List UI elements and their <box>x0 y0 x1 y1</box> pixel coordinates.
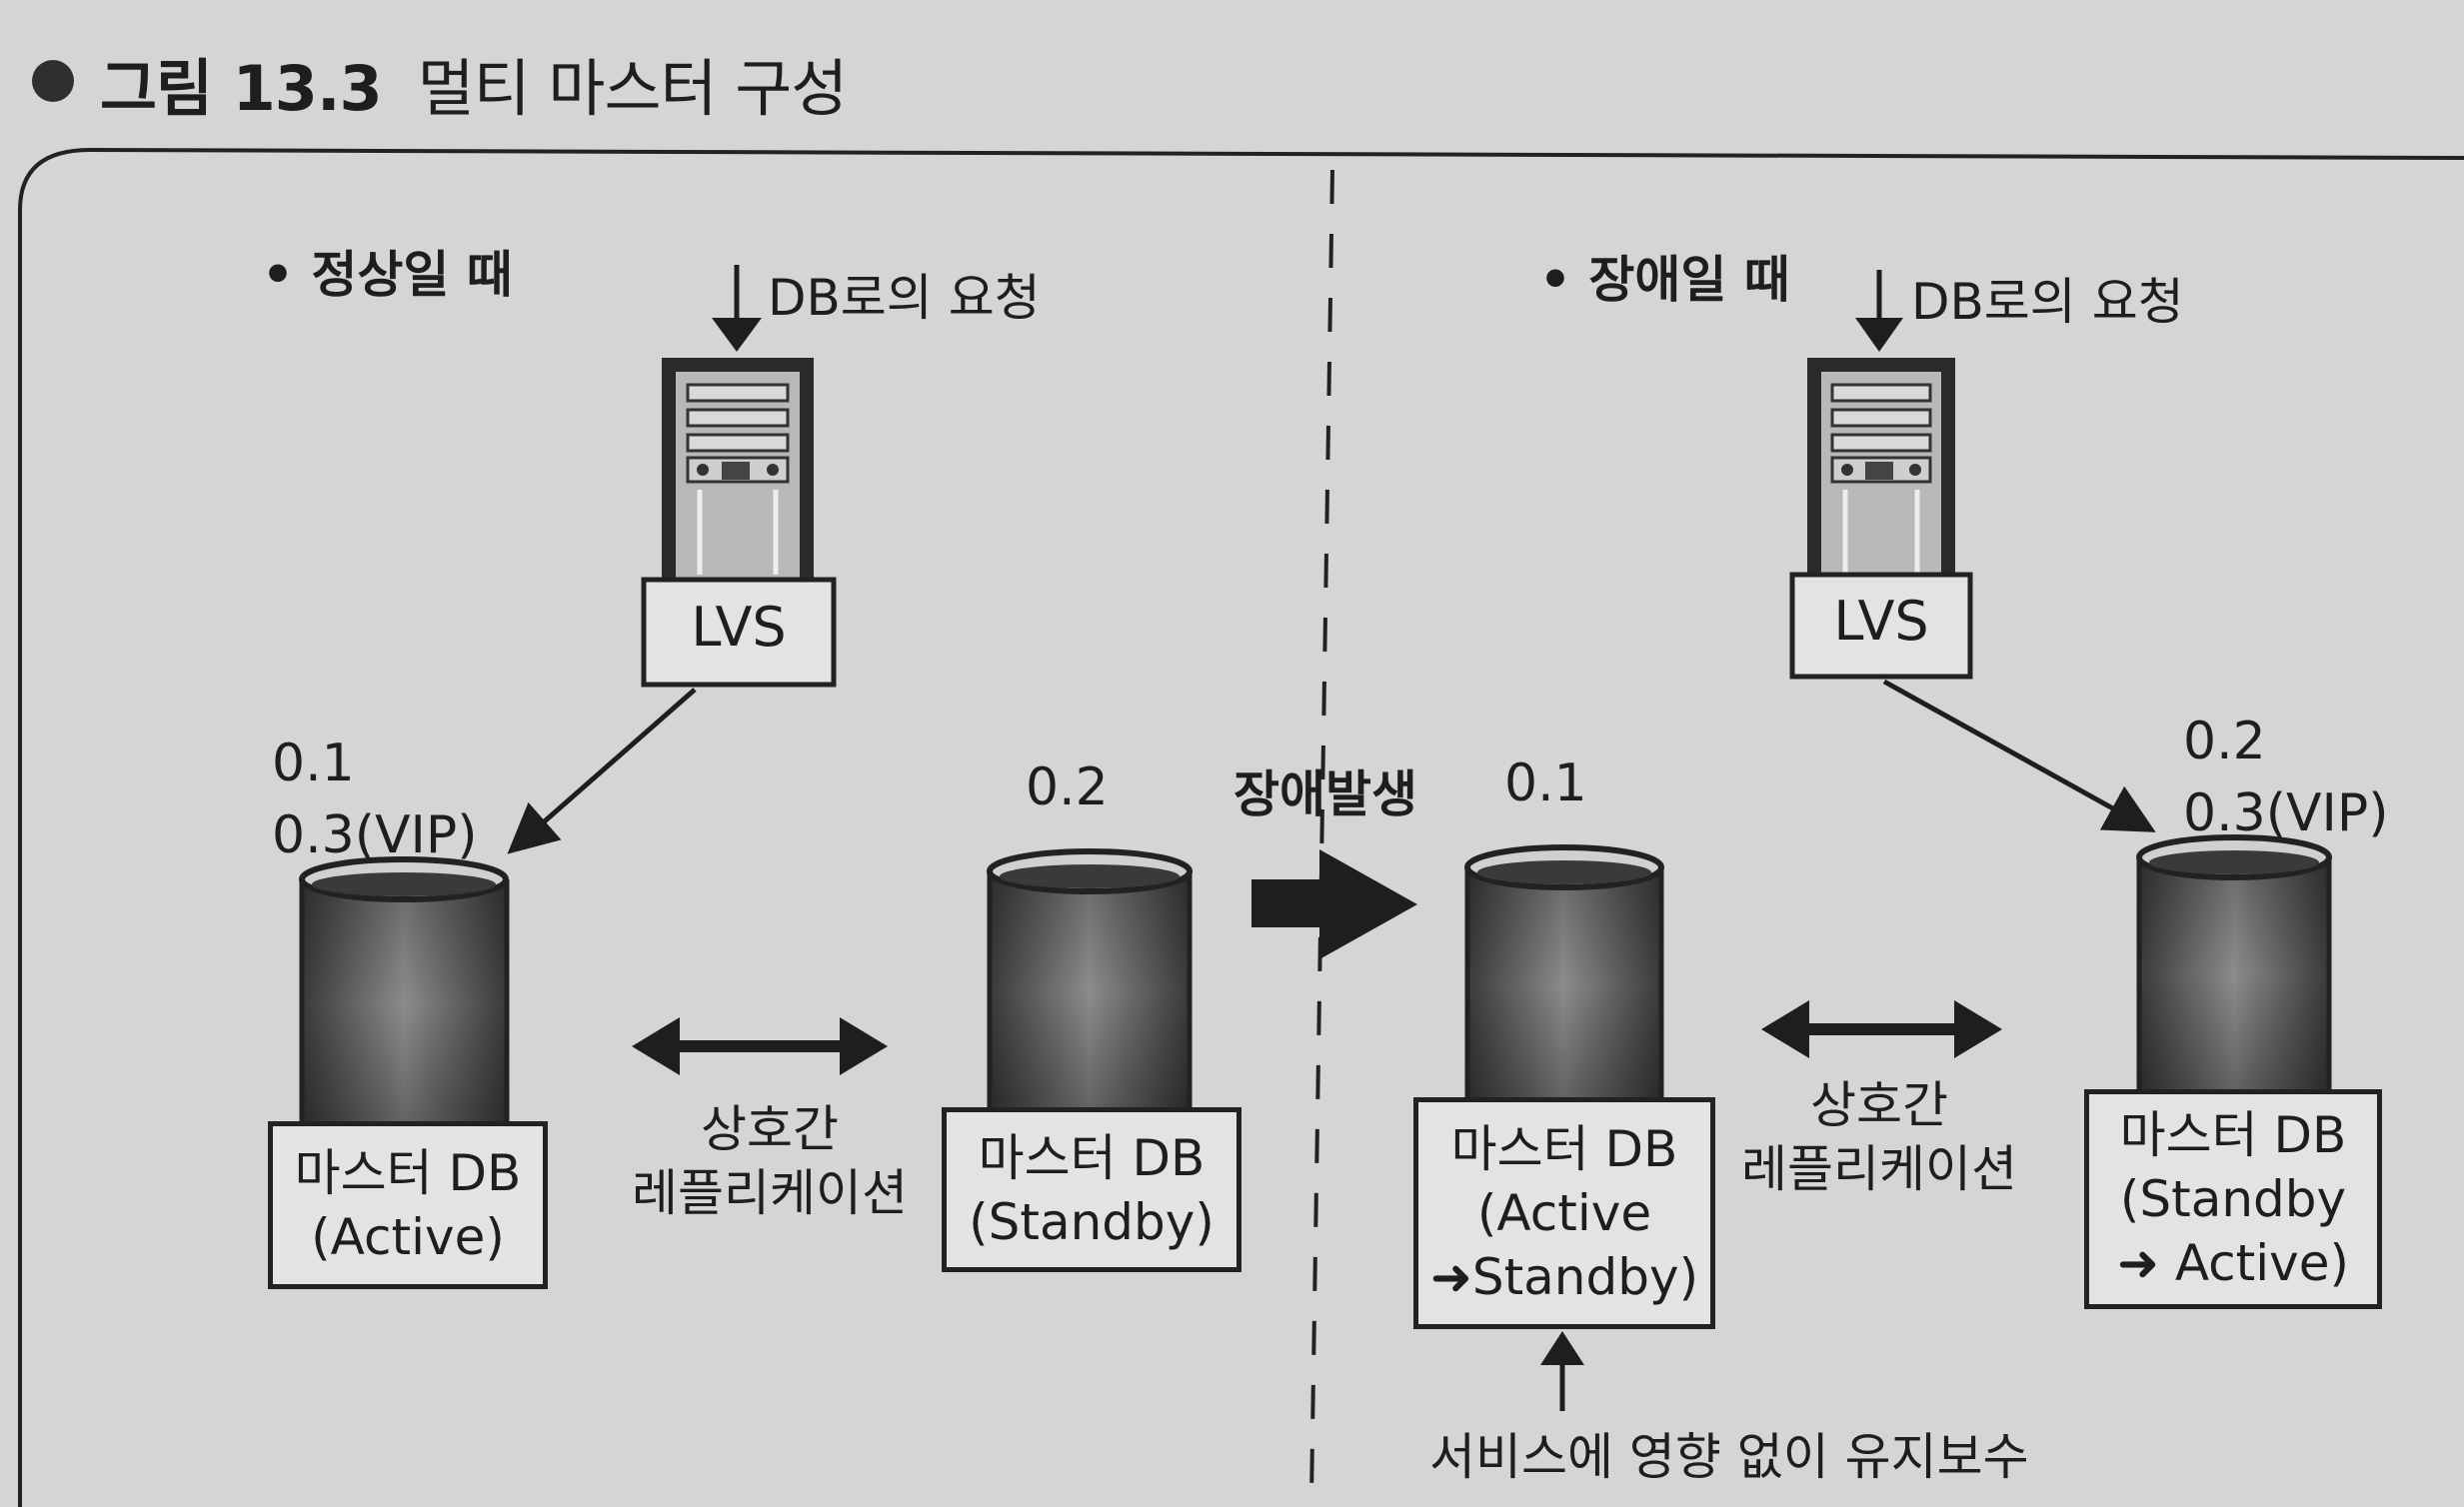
normal-standby-db-cylinder <box>987 848 1193 1111</box>
failure-request-label: DB로의 요청 <box>1911 273 2184 331</box>
normal-replication-label: 상호간 레플리케이션 <box>620 1097 920 1225</box>
failure-right-db-line3-wrap: ➜ Active) <box>2089 1231 2377 1295</box>
normal-standby-db-line2: (Standby) <box>969 1192 1215 1251</box>
figure-caption: 멀티 마스터 구성 <box>417 52 849 125</box>
normal-lvs-box <box>641 577 837 688</box>
failure-replication-label: 상호간 레플리케이션 <box>1729 1073 2029 1201</box>
right-arrow-icon: ➜ <box>2117 1234 2175 1292</box>
maintenance-arrow <box>1540 1331 1584 1411</box>
normal-active-db-box: 마스터 DB (Active) <box>268 1121 548 1289</box>
failure-right-db-box: 마스터 DB (Standby ➜ Active) <box>2084 1089 2382 1309</box>
normal-heading: • 정상일 때 <box>262 246 513 304</box>
normal-active-db-cylinder <box>299 856 510 1129</box>
failure-right-db-line2: (Standby <box>2119 1170 2347 1228</box>
failure-right-db-line3: Active) <box>2174 1234 2349 1292</box>
failure-replication-line2: 레플리케이션 <box>1741 1140 2017 1198</box>
failure-left-db-line3: Standby) <box>1471 1248 1699 1306</box>
normal-replication-arrow <box>632 1017 888 1075</box>
maintenance-label: 서비스에 영향 없이 유지보수 <box>1429 1428 2029 1486</box>
divider-line <box>1309 169 1334 1500</box>
failure-left-db-line2: (Active <box>1476 1184 1652 1242</box>
normal-standby-db-line1: 마스터 DB <box>978 1128 1206 1187</box>
failure-replication-arrow <box>1761 1000 2002 1058</box>
failure-right-ip-1: 0.2 <box>2183 712 2266 771</box>
normal-lvs-label-wrap: LVS <box>644 596 834 659</box>
failure-right-db-line1: 마스터 DB <box>2119 1106 2347 1164</box>
normal-active-ip-1: 0.1 <box>272 734 355 793</box>
normal-active-ip: 0.1 0.3(VIP) <box>272 728 478 871</box>
normal-request-label: DB로의 요청 <box>768 269 1041 327</box>
failure-left-db-box: 마스터 DB (Active ➜Standby) <box>1413 1097 1715 1329</box>
failure-replication-line1: 상호간 <box>1810 1076 1948 1134</box>
normal-active-db-line1: 마스터 DB <box>294 1144 522 1202</box>
failure-left-ip: 0.1 <box>1504 754 1587 813</box>
failure-left-db-line1: 마스터 DB <box>1450 1120 1678 1178</box>
normal-active-db-line2: (Active) <box>311 1208 505 1266</box>
failure-lvs-label: LVS <box>1833 590 1929 653</box>
normal-server-icon <box>662 358 814 580</box>
figure-bullet-icon <box>32 60 74 102</box>
failure-left-db-line3-wrap: ➜Standby) <box>1418 1245 1710 1309</box>
figure-number: 그림 13.3 <box>100 52 383 125</box>
failure-transition-arrow <box>1251 849 1417 959</box>
normal-lvs-label: LVS <box>691 596 787 659</box>
normal-replication-line2: 레플리케이션 <box>632 1164 908 1222</box>
normal-lvs-to-active-arrow <box>507 688 697 854</box>
figure-frame <box>18 147 2464 1507</box>
failure-lvs-box <box>1789 572 1973 680</box>
right-arrow-icon: ➜ <box>1429 1248 1472 1306</box>
failure-server-icon <box>1807 358 1955 578</box>
failure-request-arrow <box>1855 270 1903 352</box>
failure-right-db-cylinder <box>2136 834 2332 1092</box>
normal-replication-line1: 상호간 <box>701 1100 839 1158</box>
normal-request-arrow <box>712 265 762 352</box>
failure-lvs-to-active-arrow <box>1882 679 2156 832</box>
figure-title: 그림 13.3 멀티 마스터 구성 <box>100 38 849 128</box>
failure-right-ip-2: 0.3(VIP) <box>2183 783 2389 843</box>
failure-heading: • 장애일 때 <box>1539 251 1790 309</box>
normal-standby-ip: 0.2 <box>1026 757 1109 817</box>
failure-lvs-label-wrap: LVS <box>1792 590 1970 653</box>
failure-left-db-cylinder <box>1464 844 1664 1102</box>
failure-right-ip: 0.2 0.3(VIP) <box>2183 706 2389 849</box>
normal-standby-db-box: 마스터 DB (Standby) <box>942 1107 1241 1272</box>
failure-event-label: 장애발생 <box>1233 765 1417 823</box>
normal-active-ip-2: 0.3(VIP) <box>272 805 478 865</box>
